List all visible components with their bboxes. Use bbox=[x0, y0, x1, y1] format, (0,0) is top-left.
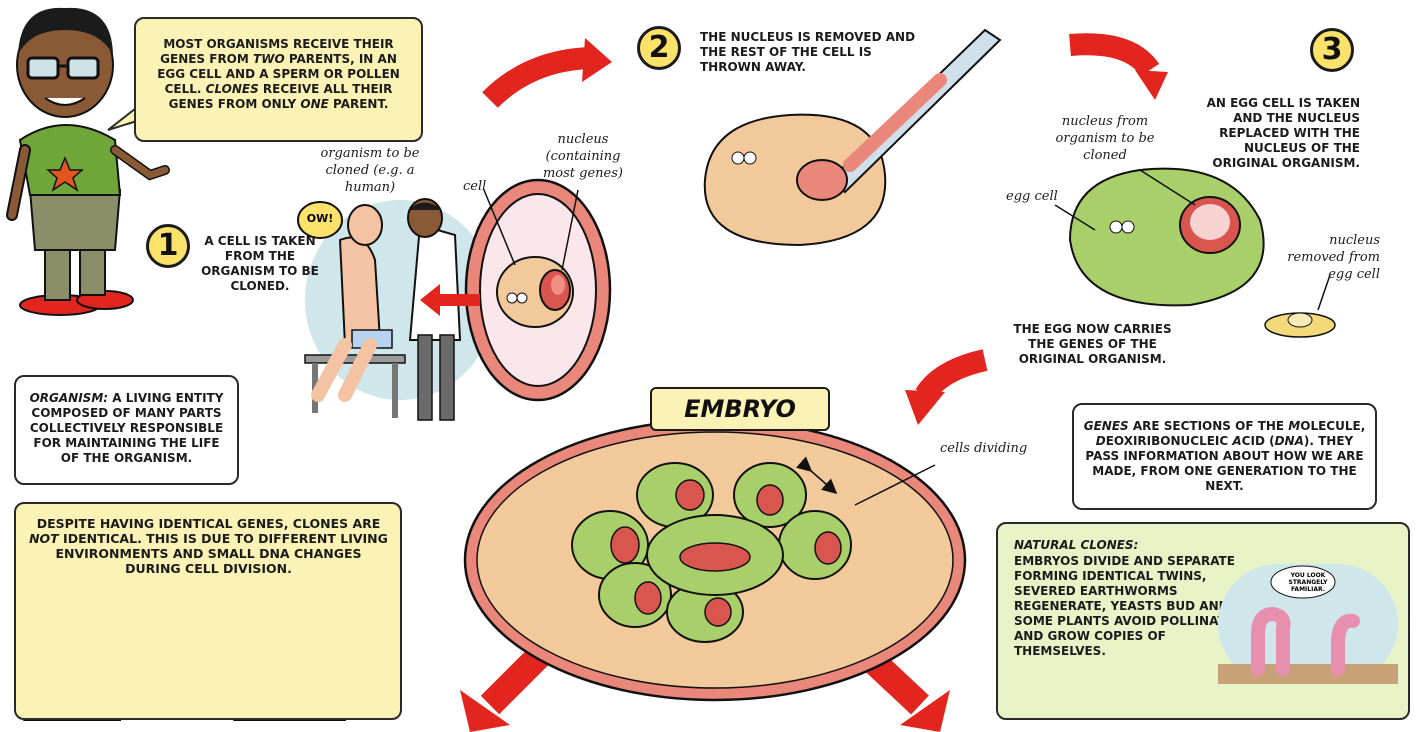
egg-carries-genes-caption: The egg now carries the genes of the ori… bbox=[1005, 322, 1180, 367]
magnified-cell-illustration bbox=[466, 180, 610, 400]
egg-cell-illustration bbox=[1070, 169, 1264, 306]
organism-definition-text: Organism: A living entity composed of ma… bbox=[24, 391, 229, 466]
embryo-illustration bbox=[465, 420, 965, 700]
genes-definition-text: Genes are sections of the Molecule, Deox… bbox=[1082, 419, 1367, 494]
intro-text-part: parent. bbox=[329, 97, 389, 111]
arrow-step1-to-step2-head bbox=[582, 38, 612, 82]
step-2-badge: 2 bbox=[637, 26, 681, 70]
cell-label: cell bbox=[463, 178, 503, 195]
genes-initial-a: A bbox=[1232, 434, 1241, 448]
step-3-number: 3 bbox=[1322, 32, 1343, 67]
embryo-title-text: EMBRYO bbox=[684, 395, 796, 423]
organism-to-be-cloned-label: organism to be cloned (e.g. a human) bbox=[300, 145, 440, 196]
step-3-text: An egg cell is taken and the nucleus rep… bbox=[1190, 96, 1360, 171]
intro-text-emphasis-two: two bbox=[253, 52, 285, 66]
clones-text-part: Despite having identical genes, clones a… bbox=[37, 516, 381, 531]
genes-definition-box: Genes are sections of the Molecule, Deox… bbox=[1072, 403, 1377, 510]
natural-clones-box: Natural clones: Embryos divide and separ… bbox=[996, 522, 1410, 720]
genes-text-part: olecule, bbox=[1300, 419, 1365, 433]
clones-not-identical-box: Despite having identical genes, clones a… bbox=[14, 502, 402, 720]
arrow-step2-to-step3 bbox=[1070, 44, 1150, 70]
intro-text: Most organisms receive their genes from … bbox=[146, 37, 411, 112]
arrow-step2-to-step3-head bbox=[1135, 70, 1168, 100]
nucleus-label: nucleus (containing most genes) bbox=[528, 131, 638, 182]
intro-text-emphasis-one: one bbox=[300, 97, 328, 111]
step-2-number: 2 bbox=[649, 30, 670, 65]
genes-initial-d: D bbox=[1096, 434, 1106, 448]
clones-not-identical-text: Despite having identical genes, clones a… bbox=[26, 516, 391, 576]
worm-speech-text: YOU LOOK STRANGELY FAMILIAR. bbox=[1278, 572, 1338, 593]
ow-speech-text: OW! bbox=[300, 212, 340, 225]
genes-text-part: cid ( bbox=[1242, 434, 1275, 448]
egg-cell-label: egg cell bbox=[1006, 188, 1076, 205]
step-1-number: 1 bbox=[158, 228, 179, 263]
clones-text-part: identical. This is due to different livi… bbox=[55, 531, 387, 576]
genes-initial-m: M bbox=[1288, 419, 1300, 433]
arrow-step3-to-embryo-head bbox=[905, 390, 945, 425]
nucleus-removed-label: nucleus removed from egg cell bbox=[1270, 232, 1380, 283]
natural-clones-title-text: Natural clones: bbox=[1014, 538, 1138, 552]
genes-text-part: eoxiribonucleic bbox=[1106, 434, 1233, 448]
arrow-step1-to-step2 bbox=[490, 58, 590, 100]
genes-text-part: are sections of the bbox=[1129, 419, 1289, 433]
organism-term: Organism: bbox=[30, 391, 108, 405]
embryo-title: EMBRYO bbox=[650, 387, 830, 431]
organism-definition-box: Organism: A living entity composed of ma… bbox=[14, 375, 239, 485]
genes-term: Genes bbox=[1084, 419, 1129, 433]
clones-text-emphasis-not: not bbox=[29, 531, 59, 546]
nucleus-from-organism-label: nucleus from organism to be cloned bbox=[1050, 113, 1160, 164]
step-3-badge: 3 bbox=[1310, 28, 1354, 72]
step-1-text: A cell is taken from the organism to be … bbox=[200, 234, 320, 294]
intro-speech-box: Most organisms receive their genes from … bbox=[134, 17, 423, 142]
cells-dividing-label: cells dividing bbox=[940, 440, 1050, 457]
genes-dna: DNA bbox=[1275, 434, 1304, 448]
natural-clones-title: Natural clones: bbox=[1014, 538, 1244, 553]
intro-text-emphasis-clones: Clones bbox=[206, 82, 259, 96]
step-1-badge: 1 bbox=[146, 224, 190, 268]
arrow-step3-to-embryo bbox=[925, 360, 985, 395]
step-2-text: The nucleus is removed and the rest of t… bbox=[700, 30, 920, 75]
